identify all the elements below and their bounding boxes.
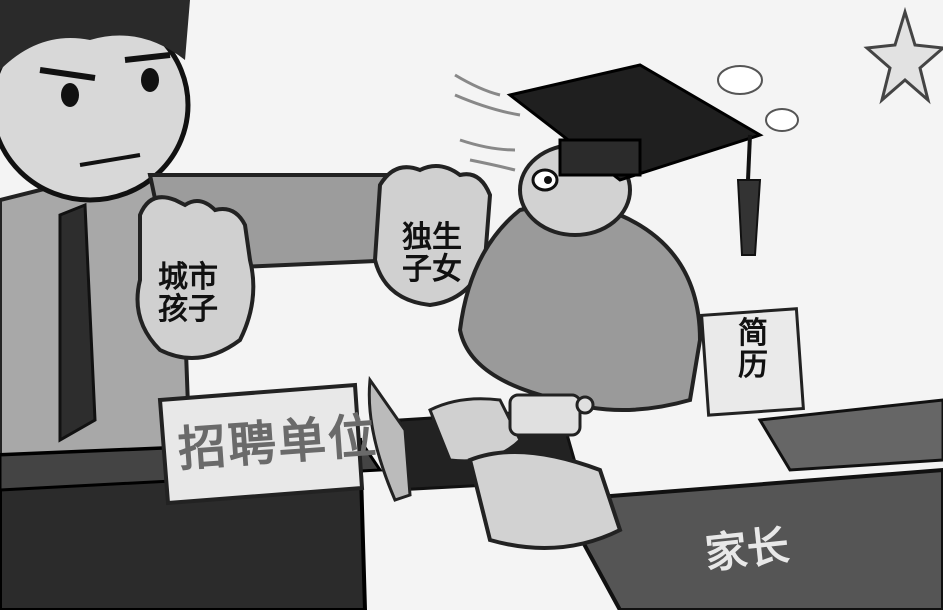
graduate — [367, 63, 764, 502]
resume-label: 简 历 — [738, 318, 768, 381]
resume-card — [700, 307, 805, 417]
thought-clouds — [717, 65, 799, 132]
motion-lines — [454, 73, 521, 172]
resume-line2: 历 — [738, 347, 768, 383]
desk-sign-label: 招聘单位 — [176, 408, 380, 478]
parent-arm — [556, 467, 943, 610]
parent-second-arm — [757, 398, 943, 472]
resume-line1: 简 — [738, 316, 768, 351]
diploma-scroll — [508, 393, 582, 437]
right-stop-hand — [372, 164, 493, 308]
desk-sign-board — [157, 382, 365, 506]
cap-tassel — [736, 179, 762, 256]
right-hand-line1: 独生 — [402, 220, 462, 255]
right-hand-label: 独生 子女 — [402, 222, 462, 285]
interviewer — [0, 0, 193, 462]
graduate-shoe — [367, 375, 412, 502]
left-hand-label: 城市 孩子 — [158, 262, 218, 325]
left-stop-hand — [135, 195, 256, 360]
left-hand-line2: 孩子 — [158, 291, 218, 327]
right-hand-line2: 子女 — [402, 251, 462, 287]
parent-arm-label: 家长 — [702, 520, 792, 579]
parent-hand — [467, 450, 623, 550]
interviewer-hair — [0, 0, 190, 70]
left-hand-line1: 城市 — [158, 260, 218, 295]
star-icon — [863, 6, 943, 105]
